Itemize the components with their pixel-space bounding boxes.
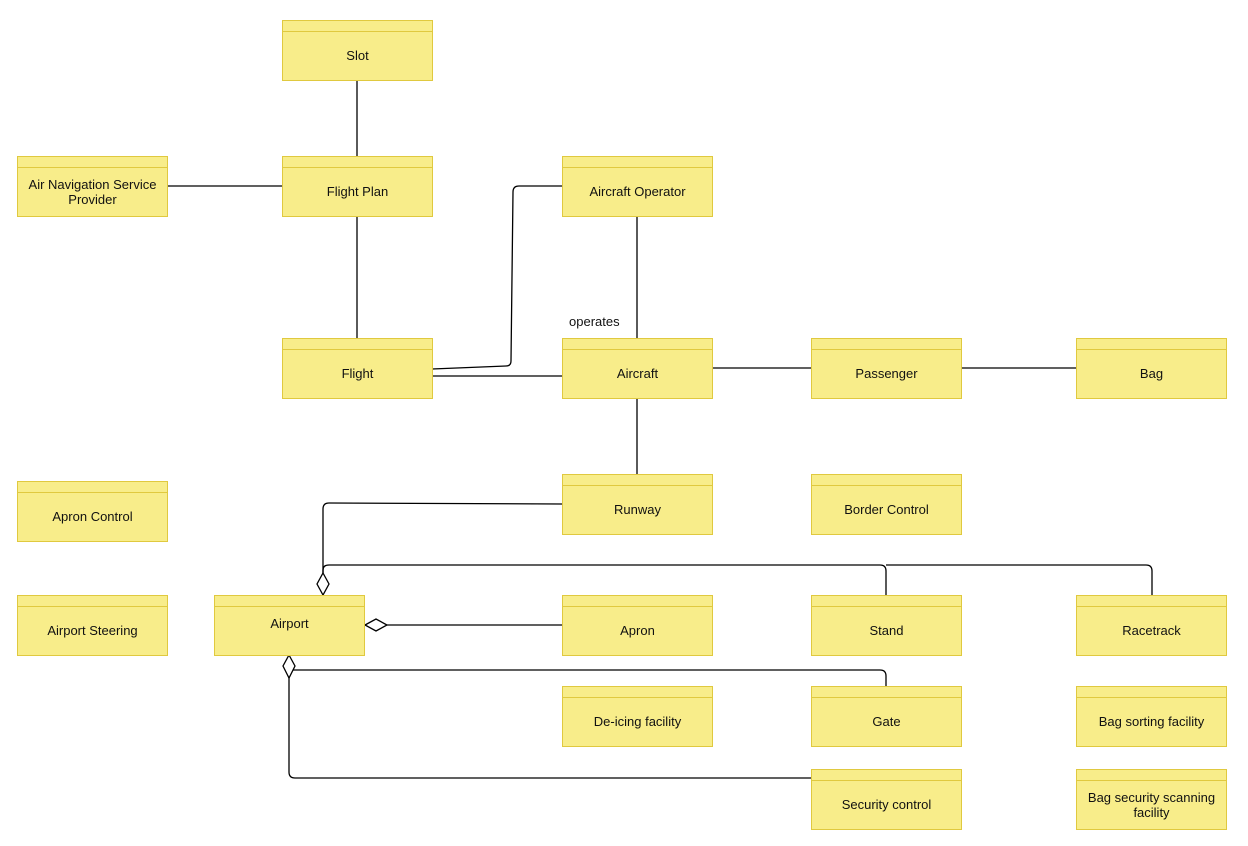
edge-security-airport[interactable] (288, 678, 811, 779)
class-label: Air Navigation Service Provider (28, 176, 157, 207)
class-header-band (812, 339, 961, 350)
edge-runway-airport[interactable] (322, 502, 563, 573)
class-runway[interactable]: Runway (562, 474, 713, 535)
edge-racetrack-airport[interactable] (886, 564, 1153, 595)
class-label: Gate (872, 714, 901, 729)
class-airport-steering[interactable]: Airport Steering (17, 595, 168, 656)
class-passenger[interactable]: Passenger (811, 338, 962, 399)
class-air-navigation-service-provider[interactable]: Air Navigation Service Provider (17, 156, 168, 217)
edge-stand-airport[interactable] (322, 564, 887, 595)
class-label: Aircraft (616, 366, 659, 381)
class-header-band (563, 157, 712, 168)
class-header-band (283, 21, 432, 32)
class-header-band (283, 157, 432, 168)
class-label: Bag security scanning facility (1087, 789, 1216, 820)
class-label: Passenger (855, 366, 918, 381)
class-label: Apron Control (52, 509, 133, 524)
class-stand[interactable]: Stand (811, 595, 962, 656)
class-header-band (812, 687, 961, 698)
class-apron[interactable]: Apron (562, 595, 713, 656)
class-label: Bag sorting facility (1098, 714, 1205, 729)
class-aircraft-operator[interactable]: Aircraft Operator (562, 156, 713, 217)
class-label: Border Control (844, 502, 929, 517)
class-header-band (18, 596, 167, 607)
class-header-band (563, 475, 712, 486)
class-racetrack[interactable]: Racetrack (1076, 595, 1227, 656)
class-label: Aircraft Operator (589, 184, 686, 199)
class-header-band (812, 770, 961, 781)
class-de-icing-facility[interactable]: De-icing facility (562, 686, 713, 747)
class-header-band (1077, 596, 1226, 607)
class-airport[interactable]: Airport (214, 595, 365, 656)
class-header-band (1077, 770, 1226, 781)
class-header-band (18, 482, 167, 493)
class-label: Airport Steering (47, 623, 138, 638)
edge-gate-airport[interactable] (288, 669, 887, 686)
class-label: Apron (620, 623, 655, 638)
class-label: Airport (270, 616, 309, 631)
class-aircraft[interactable]: Aircraft (562, 338, 713, 399)
aggregation-diamond-top (316, 571, 330, 597)
class-label: Racetrack (1122, 623, 1181, 638)
class-header-band (215, 596, 364, 607)
class-label: De-icing facility (593, 714, 682, 729)
class-gate[interactable]: Gate (811, 686, 962, 747)
class-slot[interactable]: Slot (282, 20, 433, 81)
class-bag-security-scanning-facility[interactable]: Bag security scanning facility (1076, 769, 1227, 830)
class-label: Runway (614, 502, 661, 517)
class-header-band (1077, 339, 1226, 350)
class-label: Bag (1139, 366, 1164, 381)
class-header-band (283, 339, 432, 350)
class-border-control[interactable]: Border Control (811, 474, 962, 535)
class-apron-control[interactable]: Apron Control (17, 481, 168, 542)
class-label: Flight Plan (326, 184, 389, 199)
edge-flight-aircraftoperator[interactable] (431, 185, 562, 370)
class-label: Flight (341, 366, 374, 381)
class-header-band (1077, 687, 1226, 698)
class-security-control[interactable]: Security control (811, 769, 962, 830)
aggregation-diamond-right (363, 618, 389, 632)
class-header-band (812, 475, 961, 486)
class-header-band (563, 596, 712, 607)
class-label: Security control (841, 797, 932, 812)
aggregation-diamond-bottom (282, 653, 296, 680)
class-flight-plan[interactable]: Flight Plan (282, 156, 433, 217)
class-header-band (812, 596, 961, 607)
class-flight[interactable]: Flight (282, 338, 433, 399)
class-header-band (563, 339, 712, 350)
class-header-band (18, 157, 167, 168)
class-label: Slot (346, 48, 369, 63)
edge-label-operates: operates (569, 314, 620, 329)
class-bag-sorting-facility[interactable]: Bag sorting facility (1076, 686, 1227, 747)
class-header-band (563, 687, 712, 698)
class-bag[interactable]: Bag (1076, 338, 1227, 399)
class-label: Stand (869, 623, 904, 638)
